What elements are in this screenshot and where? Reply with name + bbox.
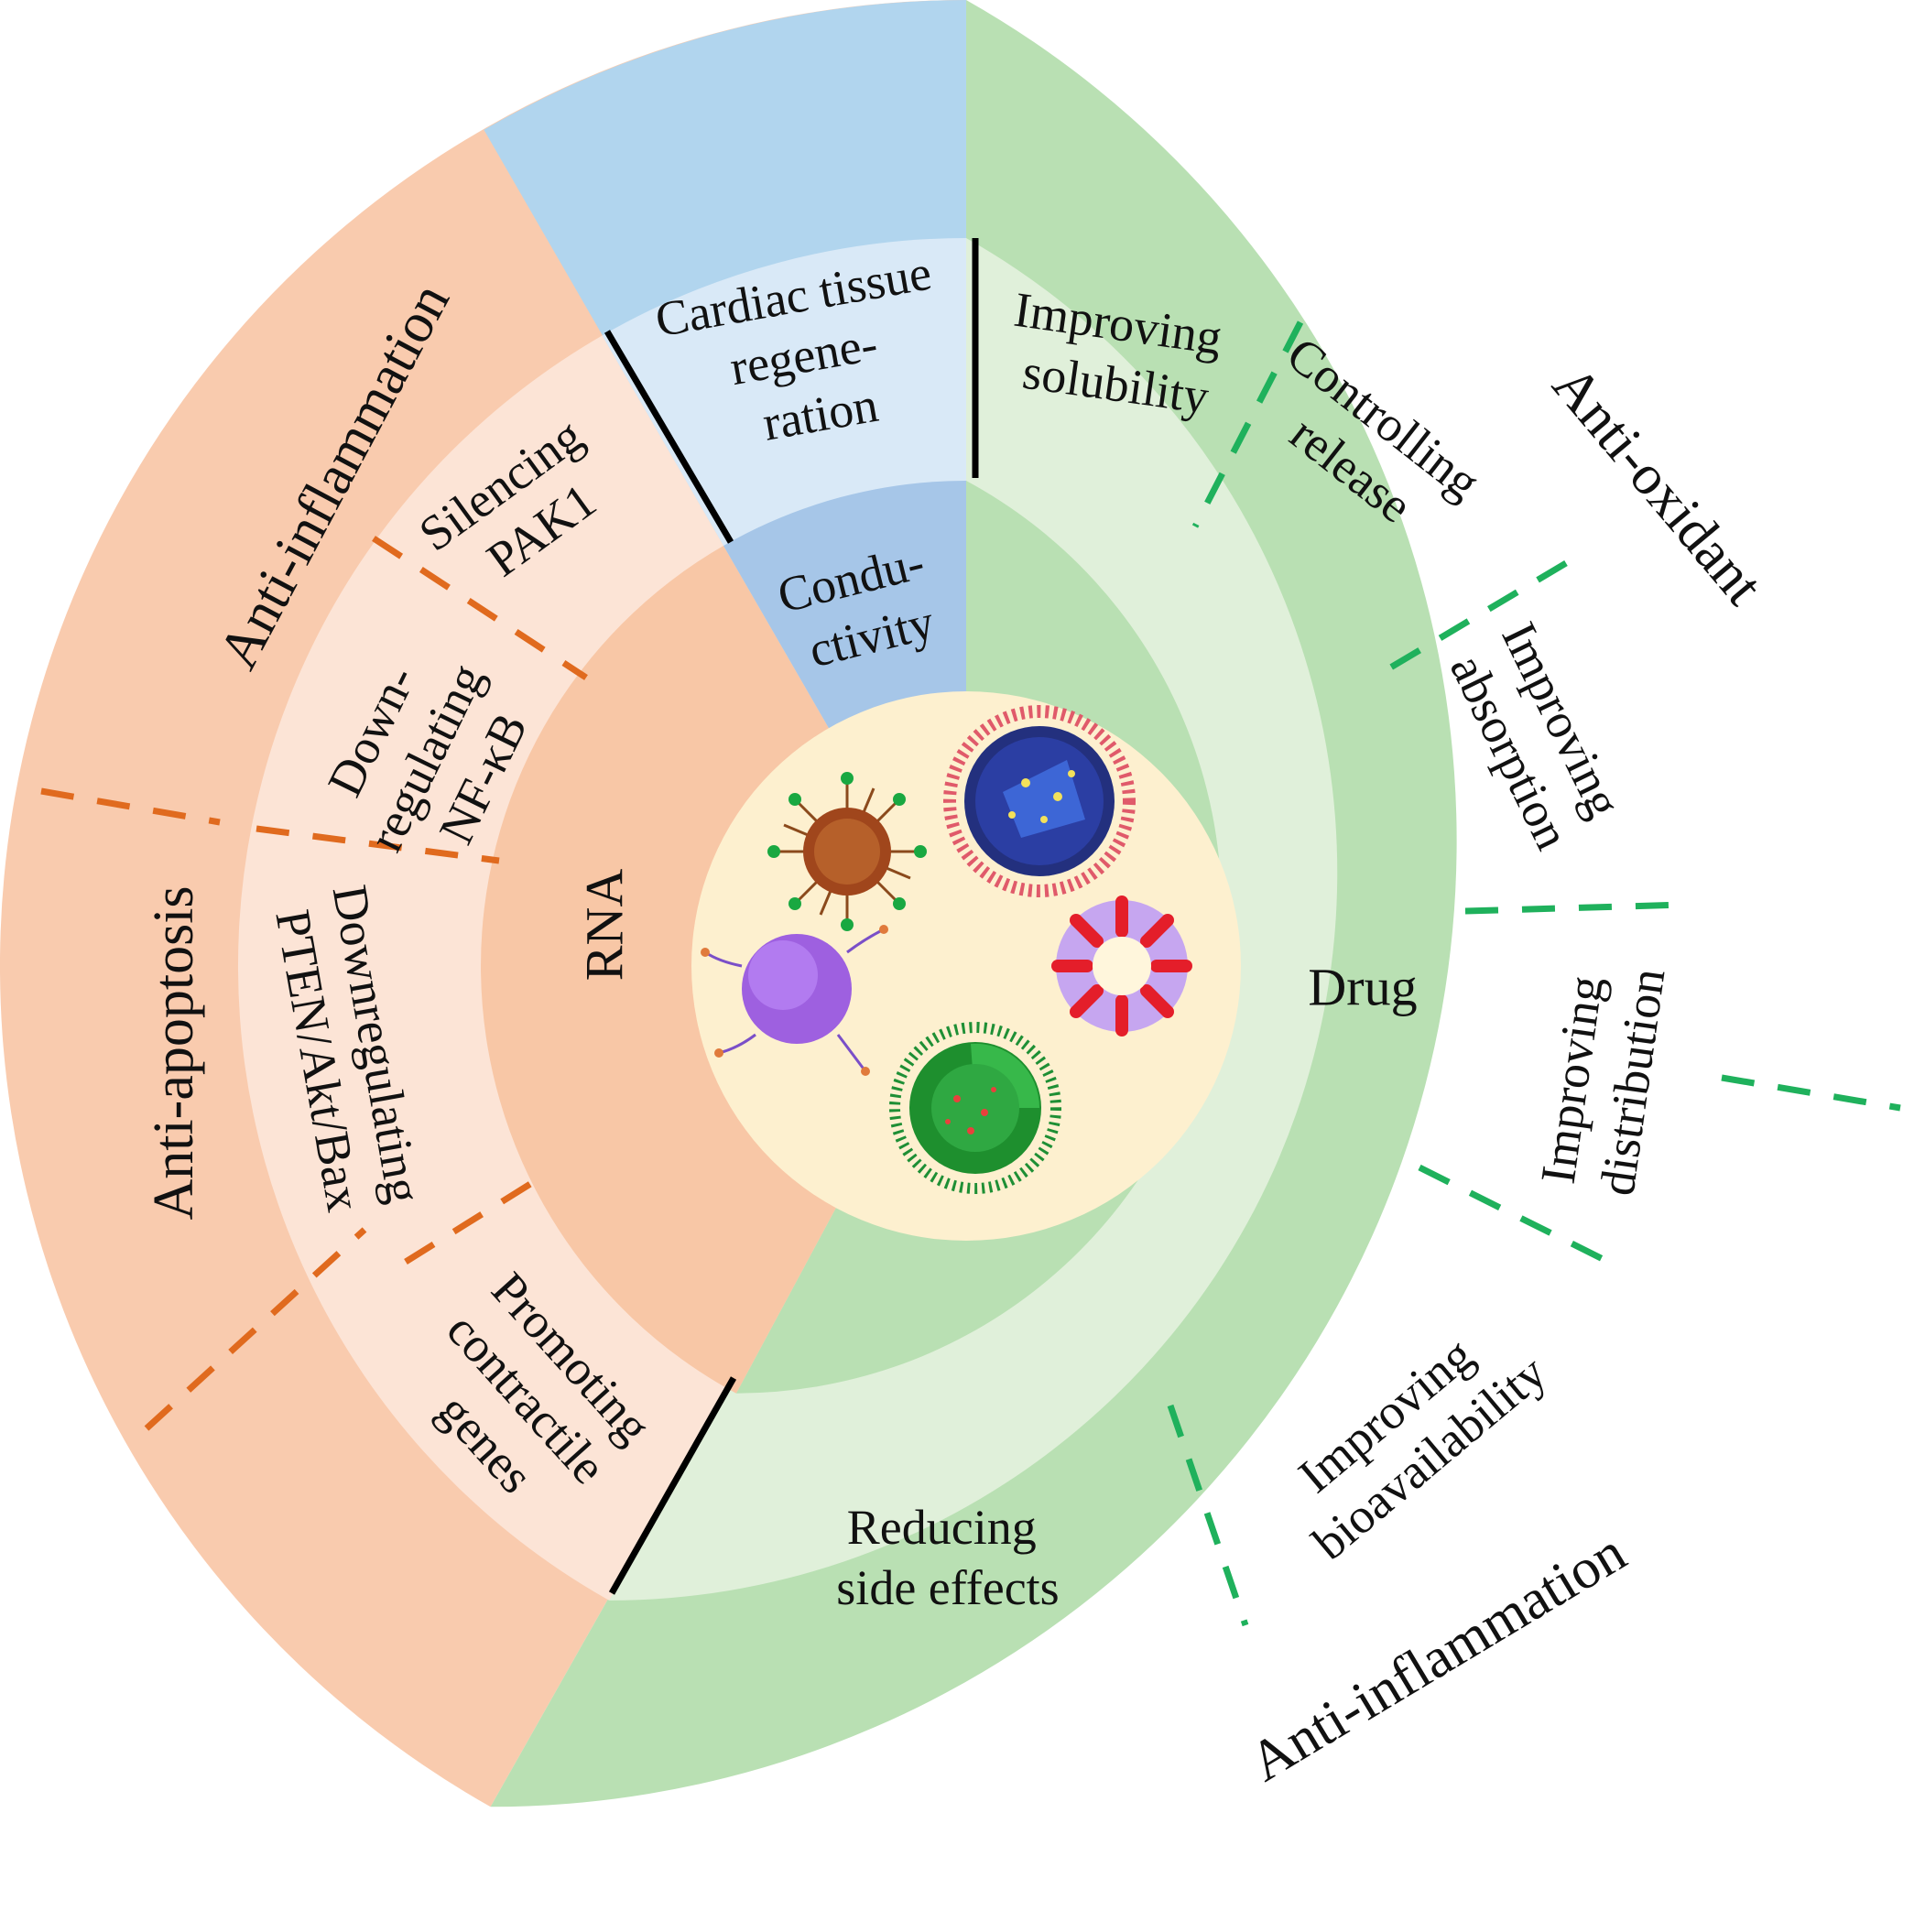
improving-distribution-label: Improving distribution [1529, 957, 1675, 1199]
nanoparticle-icon [1051, 895, 1192, 1037]
center-labels: RNA Drug [575, 869, 1418, 1017]
nanoparticle-icon [943, 705, 1136, 897]
dash-middle-drug-3 [1464, 901, 1686, 915]
nanoparticle-icon [767, 772, 927, 931]
dash-outer-rna-1 [40, 787, 221, 826]
drug-label: Drug [1308, 958, 1417, 1017]
dash-middle-drug-5 [1167, 1404, 1249, 1627]
dash-middle-drug-4 [1418, 1164, 1623, 1272]
dash-outer-rna-2 [144, 1227, 367, 1431]
drug-dashed-dividers [1167, 320, 1901, 1627]
anti-oxidant-label: Anti-oxidant [1540, 354, 1775, 616]
dash-middle-rna-2 [372, 536, 588, 680]
separator-rna-cardiac [604, 330, 734, 544]
ring-separators [604, 238, 979, 1595]
dash-middle-drug-2 [1372, 559, 1568, 681]
reducing-side-effects-label: Reducing side effects [836, 1500, 1059, 1615]
anti-inflammation-drug-label: Anti-inflammation [1239, 1521, 1637, 1794]
rna-label: RNA [575, 869, 635, 982]
nanoparticle-icons [701, 705, 1192, 1194]
dash-middle-drug-1 [1191, 320, 1304, 528]
separator-rna-drug [608, 1376, 737, 1595]
anti-apoptosis-label: Anti-apoptosis [143, 885, 205, 1220]
rna-dashed-dividers [40, 536, 588, 1431]
nanoparticle-icon [701, 925, 888, 1076]
dash-outer-drug [1721, 1074, 1901, 1112]
dash-middle-rna-3 [404, 1169, 551, 1264]
dash-middle-rna-1 [256, 825, 500, 864]
nanoparticle-icon [889, 1022, 1061, 1194]
improving-absorption-label: Improving absorption [1437, 613, 1637, 863]
